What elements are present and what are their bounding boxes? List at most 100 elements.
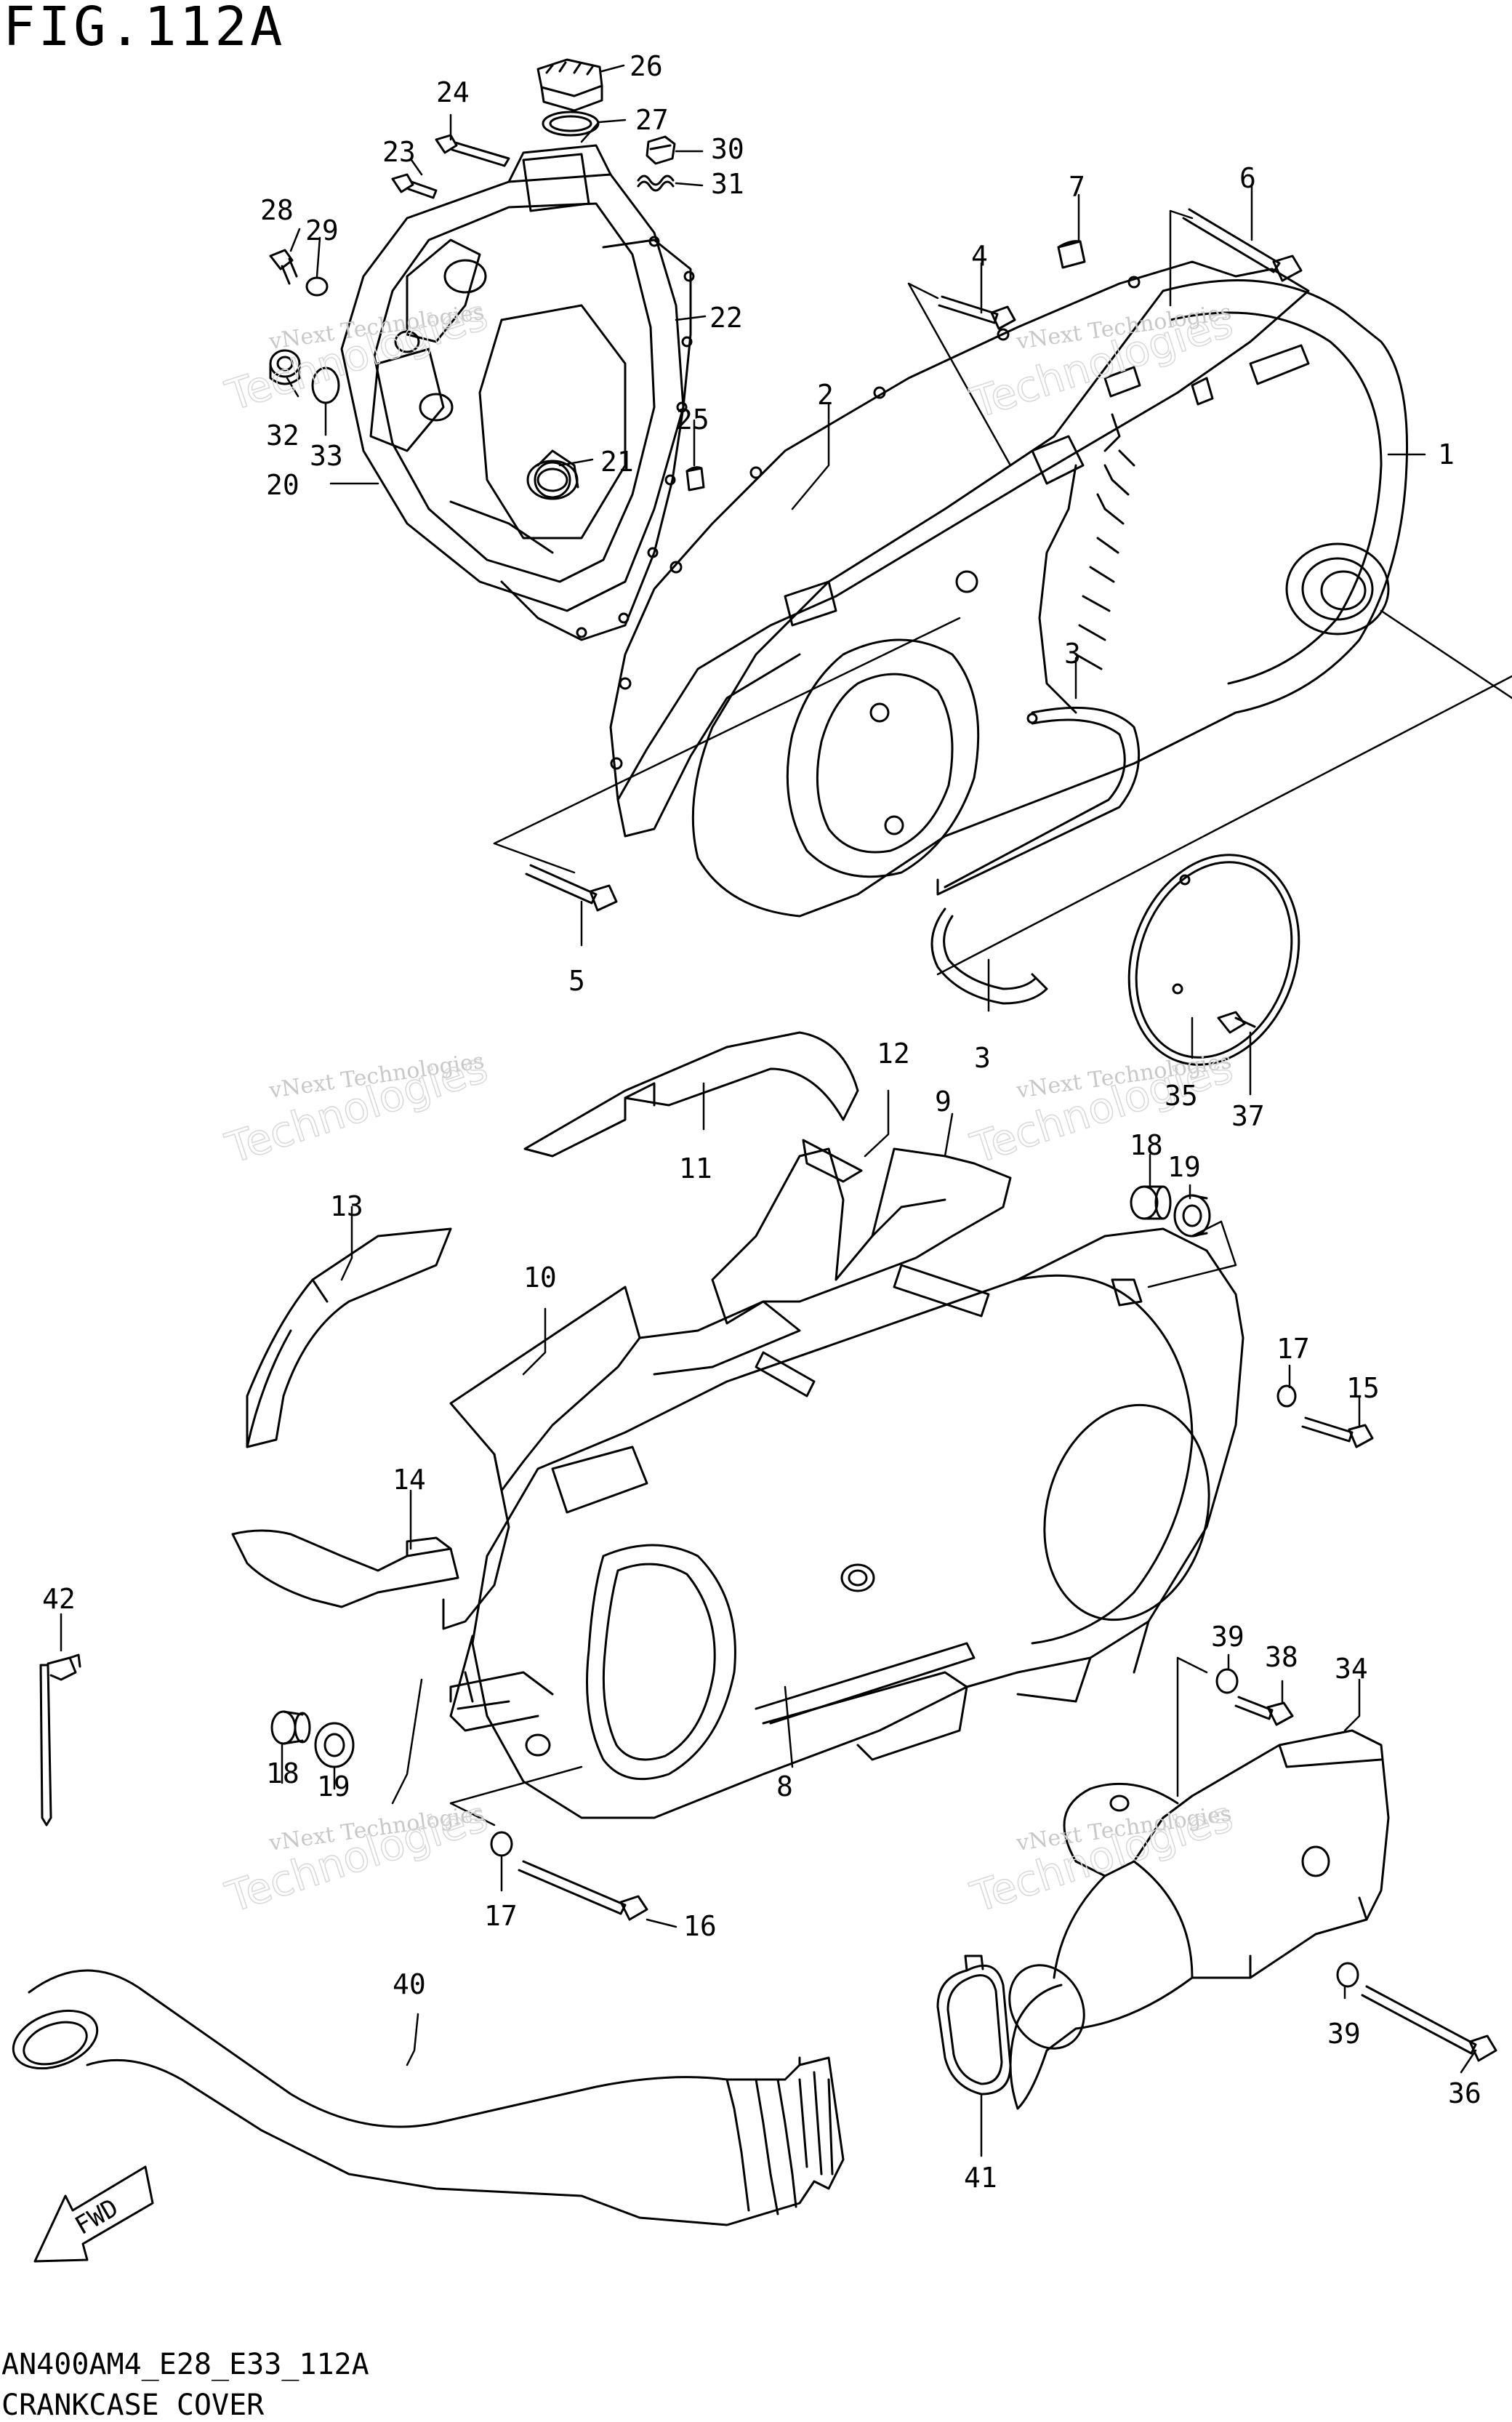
insulator-part-13 <box>246 1227 452 1448</box>
callout-39: 39 <box>1327 2018 1361 2050</box>
plug-part-32 <box>269 349 301 385</box>
callout-20: 20 <box>266 469 299 501</box>
washer-part-17-right <box>1276 1384 1297 1408</box>
callout-34: 34 <box>1335 1653 1368 1685</box>
callout-7: 7 <box>1069 171 1085 203</box>
inner-cover-part-20 <box>340 144 685 612</box>
duct-part-9 <box>711 1147 1012 1325</box>
callout-5: 5 <box>568 965 585 997</box>
bolt-part-23 <box>391 173 438 199</box>
callout-18: 18 <box>266 1757 299 1789</box>
bolt-part-16 <box>518 1860 648 1921</box>
callout-41: 41 <box>964 2162 997 2194</box>
spring-part-31 <box>637 175 675 192</box>
fwd-label: FWD <box>71 2193 124 2240</box>
callout-19: 19 <box>317 1771 350 1803</box>
gasket-part-2 <box>609 260 1310 838</box>
callout-40: 40 <box>393 1968 426 2000</box>
duct-hose-part-40 <box>12 1969 845 2226</box>
callout-3: 3 <box>1064 638 1081 670</box>
callout-13: 13 <box>330 1190 363 1222</box>
clamp-part-42 <box>39 1653 81 1826</box>
callout-12: 12 <box>877 1038 910 1070</box>
callout-24: 24 <box>436 76 470 108</box>
callout-31: 31 <box>711 168 744 200</box>
callout-17: 17 <box>1276 1333 1310 1365</box>
watermark-text: Technologies <box>220 290 493 421</box>
watermark-text: Technologies <box>220 1792 493 1922</box>
cover-part-8 <box>449 1227 1244 1819</box>
callout-36: 36 <box>1448 2077 1481 2109</box>
insulator-part-14 <box>231 1529 459 1608</box>
seal-part-3-lower <box>930 907 1048 1005</box>
grommet-part-19-lower <box>314 1722 355 1768</box>
callout-37: 37 <box>1231 1100 1265 1132</box>
callout-35: 35 <box>1165 1080 1198 1112</box>
callout-3: 3 <box>974 1042 991 1074</box>
bolt-part-37 <box>1217 1011 1256 1034</box>
callout-29: 29 <box>305 214 339 246</box>
plug-part-30 <box>646 135 676 165</box>
duct-cover-part-34 <box>1008 1729 1390 2110</box>
oil-seal-part-21 <box>526 460 579 500</box>
collar-part-18-upper <box>1130 1185 1172 1220</box>
dowel-pin-part-7 <box>1057 240 1086 269</box>
washer-part-17-left <box>490 1831 513 1857</box>
callout-14: 14 <box>393 1464 426 1496</box>
bolt-part-15 <box>1301 1416 1374 1448</box>
callout-6: 6 <box>1239 162 1256 194</box>
callout-28: 28 <box>260 194 294 226</box>
duct-part-10 <box>442 1286 801 1630</box>
callout-22: 22 <box>709 302 743 334</box>
callout-1: 1 <box>1438 438 1455 470</box>
gasket-part-41 <box>936 1954 1012 2096</box>
callout-15: 15 <box>1346 1372 1380 1404</box>
callout-10: 10 <box>523 1262 557 1294</box>
fwd-arrow <box>33 2165 154 2263</box>
callout-42: 42 <box>42 1583 76 1615</box>
bolt-part-28 <box>269 249 298 285</box>
callout-9: 9 <box>935 1086 952 1118</box>
oil-filler-cap-part-26 <box>536 58 603 112</box>
callout-26: 26 <box>630 50 663 82</box>
bolt-part-5 <box>525 864 618 912</box>
callout-39: 39 <box>1211 1621 1244 1653</box>
figure-title: FIG.112A <box>3 0 286 58</box>
callout-16: 16 <box>683 1910 717 1942</box>
callout-2: 2 <box>817 379 834 411</box>
watermark-text: Technologies <box>965 1792 1238 1922</box>
callout-38: 38 <box>1265 1641 1298 1673</box>
bolt-part-24 <box>435 134 510 167</box>
washer-part-39-upper <box>1215 1668 1239 1694</box>
cover-plate-part-35 <box>1127 854 1300 1066</box>
callout-33: 33 <box>310 440 343 472</box>
callout-11: 11 <box>679 1152 712 1184</box>
duct-part-11 <box>523 1031 859 1158</box>
gasket-part-22 <box>500 236 695 641</box>
callout-18: 18 <box>1130 1129 1163 1161</box>
watermark-text: Technologies <box>220 1043 493 1174</box>
seal-part-3-upper <box>936 706 1141 896</box>
dowel-pin-part-25 <box>685 466 705 492</box>
callout-27: 27 <box>635 104 669 136</box>
washer-part-39-lower <box>1336 1962 1359 1988</box>
callout-labels: 1233456789101112131415161717181819192021… <box>42 50 1481 2194</box>
callout-23: 23 <box>382 136 416 168</box>
callout-30: 30 <box>711 133 744 165</box>
outer-cover-part-1 <box>691 278 1409 918</box>
callout-25: 25 <box>676 404 709 436</box>
watermark-group: vNext Technologies Technologies vNext Te… <box>220 289 1239 1923</box>
callout-19: 19 <box>1167 1151 1201 1183</box>
bolt-part-6 <box>1182 208 1303 282</box>
callout-17: 17 <box>484 1900 518 1932</box>
callout-32: 32 <box>266 420 299 452</box>
callout-4: 4 <box>971 240 988 272</box>
bolt-part-38 <box>1234 1696 1294 1726</box>
collar-part-18-lower <box>270 1710 311 1745</box>
bolt-part-36 <box>1361 1985 1497 2062</box>
callout-8: 8 <box>776 1771 793 1803</box>
bolt-part-4 <box>938 295 1016 330</box>
washer-part-29 <box>305 276 329 297</box>
